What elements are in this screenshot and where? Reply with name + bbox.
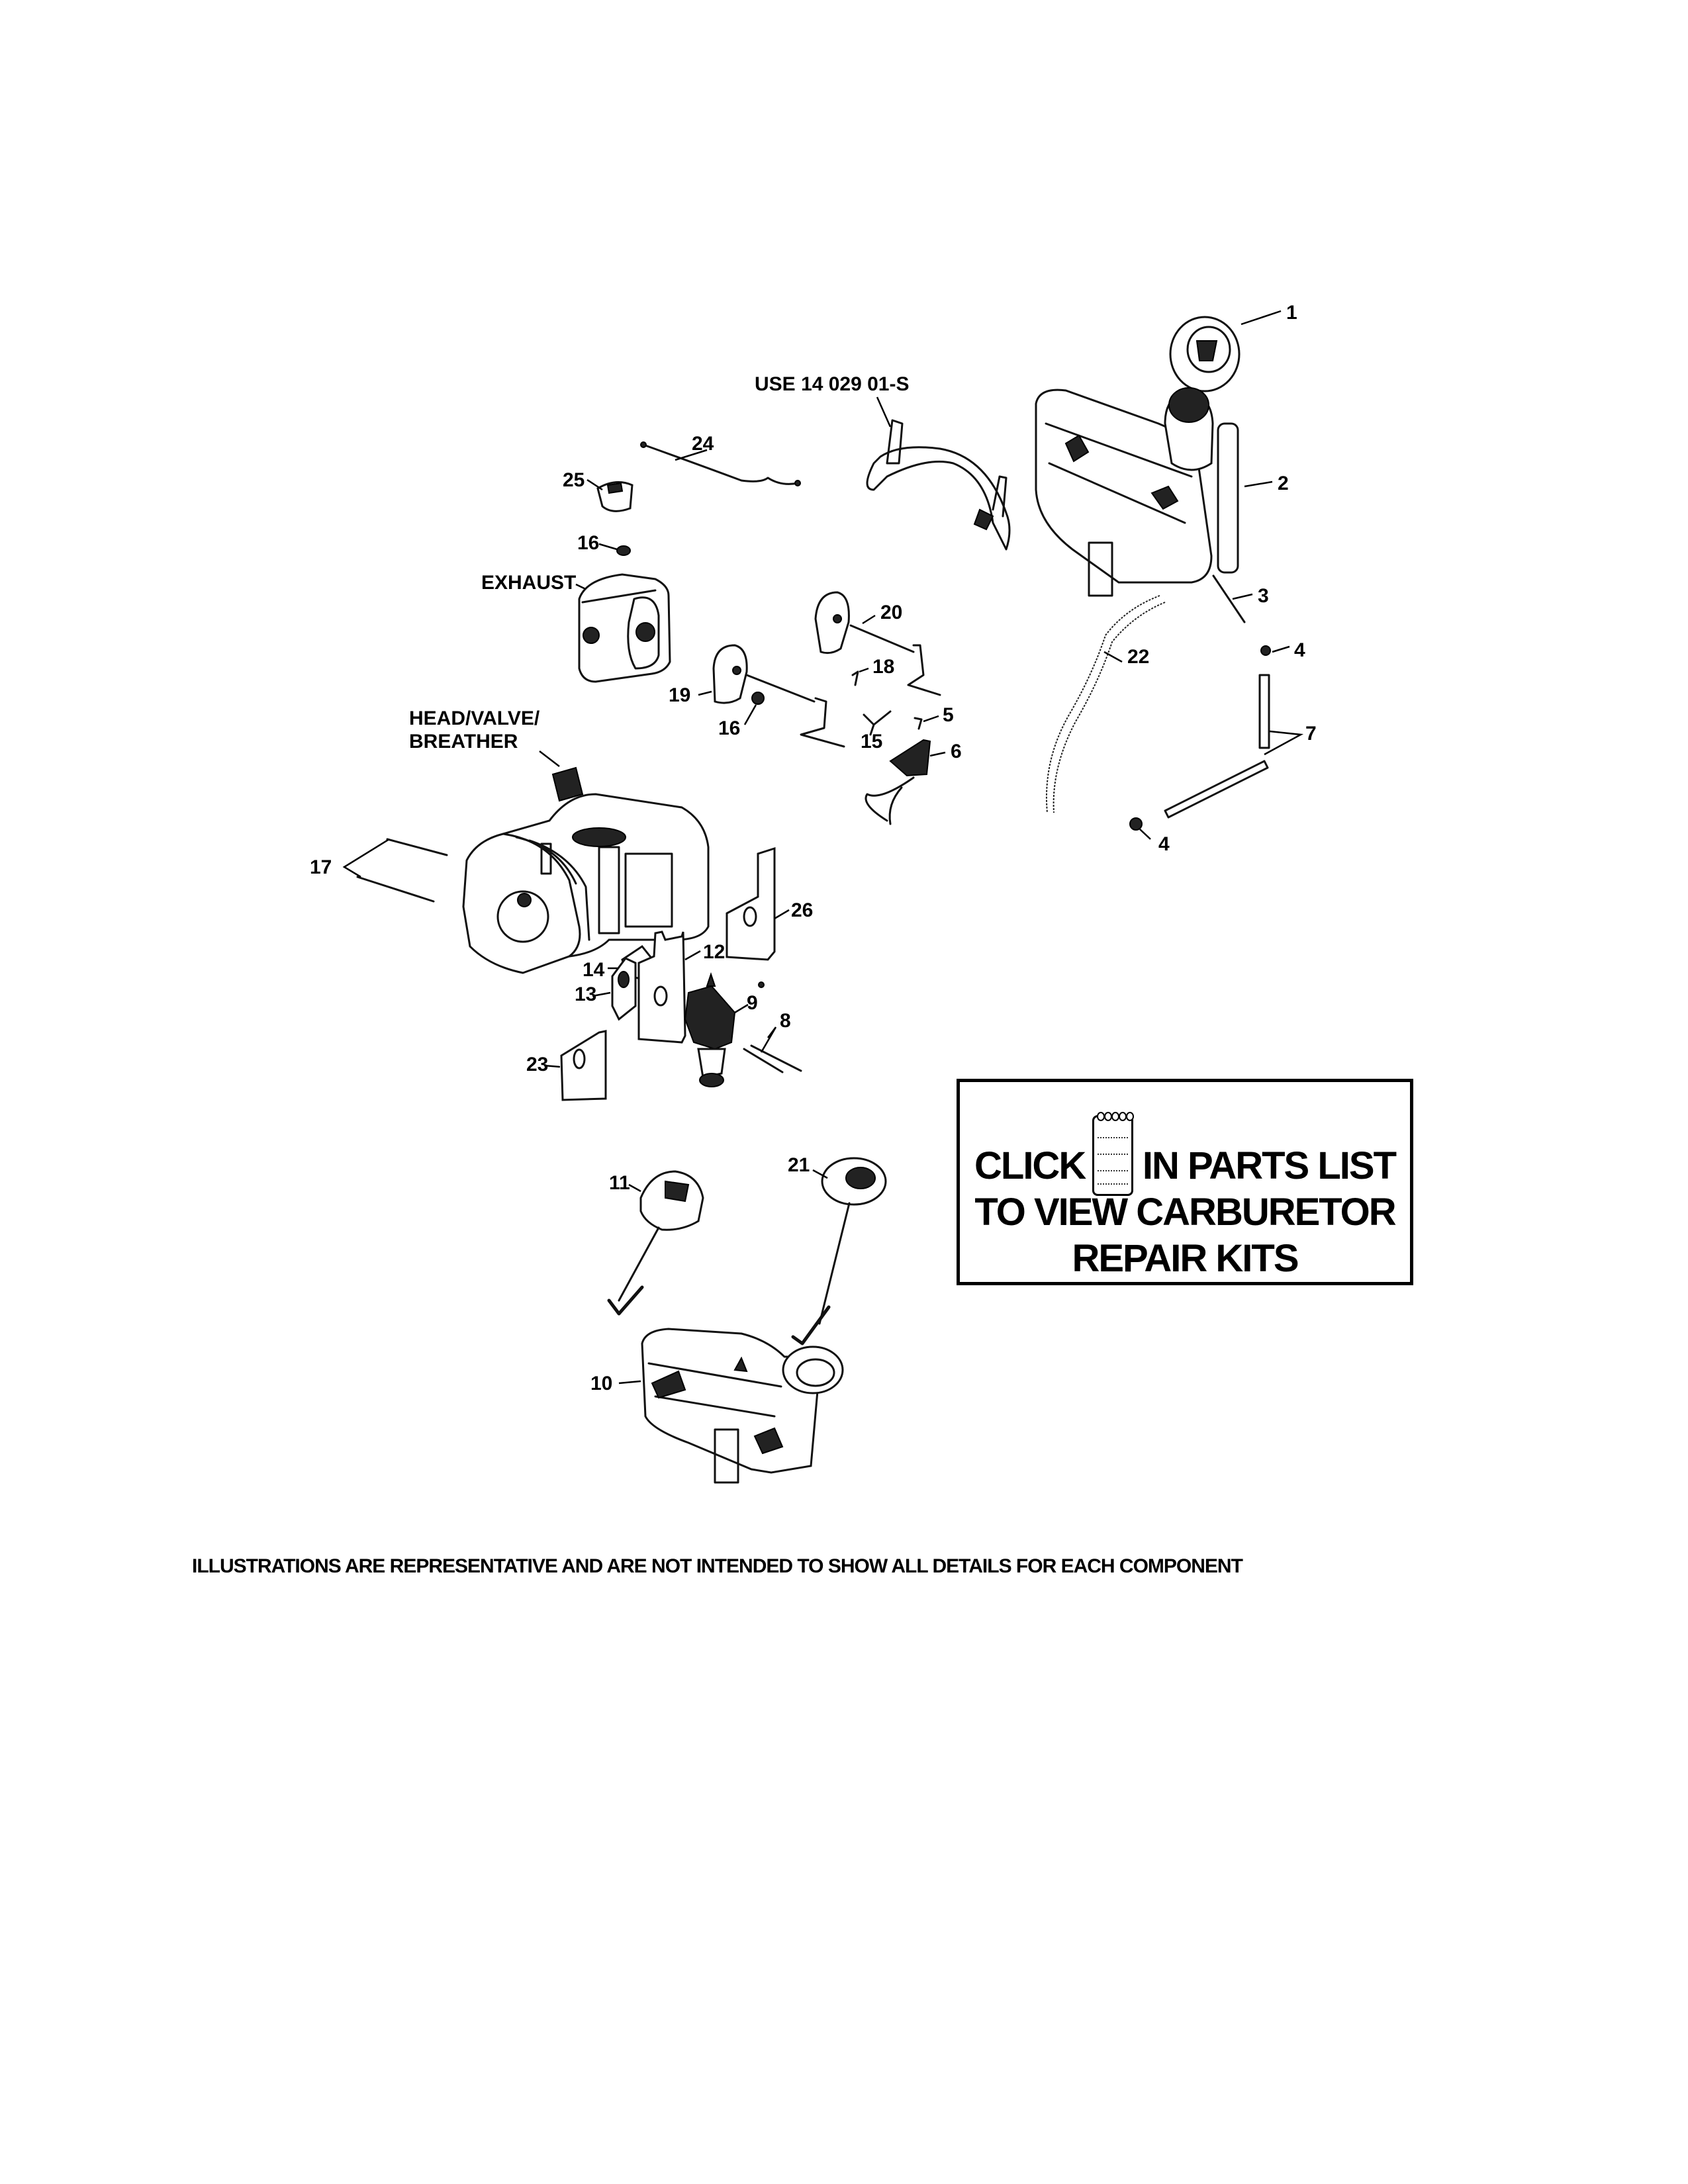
carburetor-repair-kit-note: CLICK IN PARTS LIST TO VIEW CARBURETOR R… [957,1079,1413,1285]
callout-20: 20 [880,602,902,623]
leader-4a [1272,645,1290,653]
use-part-note: USE 14 029 01-S [755,373,909,395]
part-11-dipstick-cap[interactable] [607,1170,704,1316]
leader-17 [342,838,390,878]
callout-14: 14 [583,959,605,981]
leader-6 [929,751,946,757]
callout-12: 12 [703,941,725,963]
part-10-fuel-tank[interactable] [641,1328,844,1484]
part-13-spacer[interactable] [611,957,637,1021]
leader-head-valve [539,751,560,767]
leader-11 [628,1183,641,1193]
part-8-studs[interactable] [743,1044,802,1073]
callout-2: 2 [1278,473,1289,494]
callout-13: 13 [575,983,596,1005]
note-word-click: CLICK [974,1144,1086,1187]
leader-4b [1139,829,1151,840]
leader-1 [1241,310,1282,326]
callout-5: 5 [943,704,954,726]
leader-8 [760,1026,777,1053]
leader-16a [598,543,618,551]
part-21-dipstick-cap[interactable] [791,1157,887,1345]
leader-21 [812,1169,828,1179]
leader-22 [1103,651,1123,663]
part-15-spring[interactable] [863,710,892,736]
leader-25 [586,478,603,491]
callout-4b: 4 [1158,833,1170,855]
part-18-spring-pin[interactable] [851,670,859,686]
leader-19 [698,690,712,696]
note-line-2: TO VIEW CARBURETOR [974,1191,1396,1234]
part-19-governor-lever[interactable] [712,644,845,748]
callout-25: 25 [563,469,585,491]
leader-16b [743,704,757,725]
part-4-clamp-lower[interactable] [1129,817,1143,831]
callout-15: 15 [861,731,882,752]
part-exhaust-muffler[interactable] [578,573,671,683]
callout-3: 3 [1258,585,1269,607]
head-valve-label-line2: BREATHER [409,731,518,752]
leader-2 [1244,480,1273,488]
leader-10 [618,1380,641,1385]
part-23-gasket-plate[interactable] [560,1030,607,1101]
part-25-clip[interactable] [596,481,633,512]
callout-11: 11 [609,1172,630,1194]
part-20-governor-lever[interactable] [814,591,941,696]
callout-4a: 4 [1294,639,1305,661]
callout-10: 10 [590,1373,612,1394]
part-fuel-tank-bracket[interactable] [866,419,1011,551]
head-valve-label-line1: HEAD/VALVE/ [409,707,540,729]
leader-9 [734,1003,749,1014]
leader-13 [592,991,611,997]
part-17-studs[interactable] [356,838,448,903]
leader-23 [543,1064,561,1068]
part-4-clamp-upper[interactable] [1260,645,1271,656]
part-6-bracket[interactable] [865,739,931,825]
leader-use-note [876,396,892,428]
part-1-fuel-cap[interactable] [1169,316,1241,392]
callout-6: 6 [951,741,962,762]
leader-3 [1232,593,1253,600]
callout-7: 7 [1305,723,1317,745]
part-small-screw [758,981,765,988]
callout-17: 17 [310,856,332,878]
note-line-3: REPAIR KITS [1072,1237,1299,1280]
leader-12 [684,950,701,961]
part-5-screw[interactable] [914,717,923,730]
part-7-fuel-line[interactable] [1164,674,1270,819]
callout-9: 9 [747,992,758,1014]
callout-16a: 16 [577,532,599,554]
leader-5 [923,715,939,723]
part-3-fuel-valve[interactable] [1212,574,1246,623]
leader-7 [1264,730,1304,756]
callout-16b: 16 [718,717,740,739]
notebook-icon [1092,1112,1134,1196]
leader-26 [774,909,790,920]
part-16-nut-lower[interactable] [751,692,765,705]
callout-23: 23 [526,1054,548,1075]
part-22-fuel-line[interactable] [1045,595,1166,813]
part-12-gasket-plate[interactable] [637,931,686,1044]
leader-18 [859,667,869,673]
note-word-parts-list: IN PARTS LIST [1142,1144,1397,1187]
callout-19: 19 [669,684,690,706]
part-9-carburetor[interactable] [684,972,736,1087]
part-26-gasket-plate[interactable] [726,846,776,961]
callout-18: 18 [872,656,894,678]
callout-24: 24 [692,433,714,455]
illustration-disclaimer: ILLUSTRATIONS ARE REPRESENTATIVE AND ARE… [192,1555,1243,1577]
leader-20 [862,614,876,625]
callout-21: 21 [788,1154,810,1176]
part-16-nut-upper[interactable] [616,545,631,556]
callout-26: 26 [791,899,813,921]
leader-24 [675,449,708,461]
part-24-link-rod[interactable] [640,441,801,486]
callout-8: 8 [780,1010,791,1032]
callout-1: 1 [1286,302,1297,324]
callout-22: 22 [1127,646,1149,668]
exhaust-label: EXHAUST [481,572,576,594]
part-2-fuel-tank[interactable] [1035,387,1239,597]
part-engine-block[interactable] [462,766,710,974]
